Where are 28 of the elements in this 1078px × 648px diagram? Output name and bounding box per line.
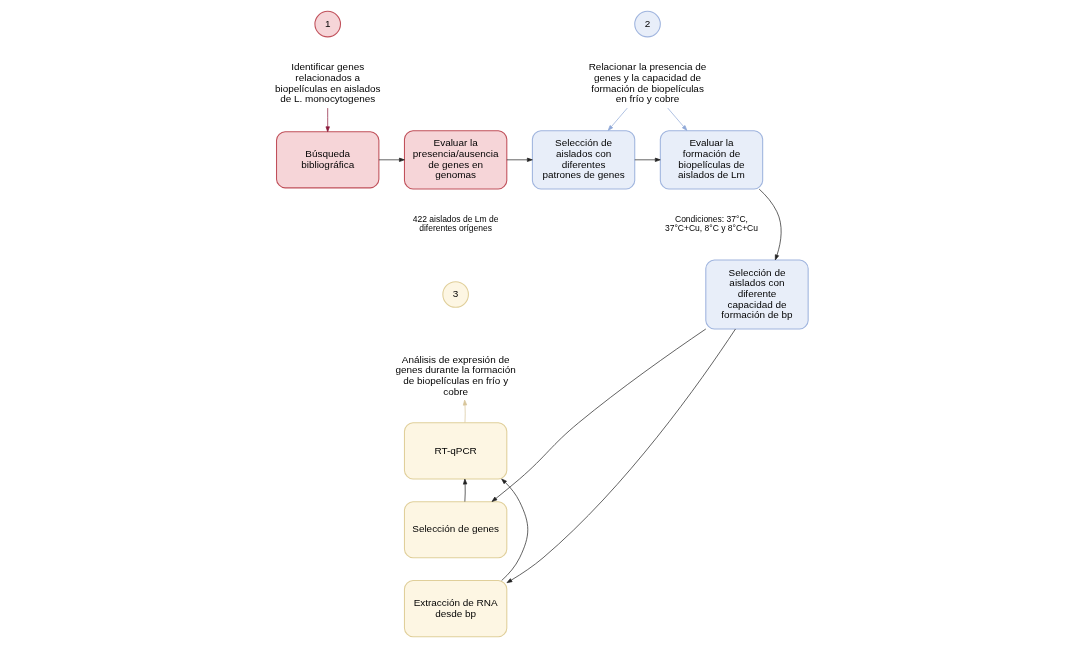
node-box: Selección de genes [403, 501, 507, 559]
node-box: RT-qPCR [403, 422, 507, 480]
node-box: Selección de aislados con diferente capacidad de formación de bp [704, 259, 809, 330]
node-text: Análisis de expresión de genes durante la formación de biopelículas en frío y cobre [394, 353, 516, 397]
arrow [506, 328, 736, 584]
node-box: Evaluar la formación de biopelículas de aislados de Lm [659, 130, 763, 190]
arrow [491, 328, 706, 502]
node-box: Extracción de RNA desde bp [403, 580, 507, 638]
arrow [462, 478, 467, 502]
arrow [325, 107, 330, 133]
node-label: 422 aislados de Lm de diferentes orígenes [412, 214, 498, 234]
arrow [378, 157, 405, 162]
node-label: Condiciones: 37°C, 37°C+Cu, 8°C y 8°C+Cu [664, 214, 758, 234]
arrow [607, 107, 628, 131]
arrow [633, 157, 661, 162]
node-text: Identificar genes relacionados a biopelículas en aislados de L. monocytogenes [274, 61, 380, 105]
arrow [500, 478, 528, 581]
node-box: Selección de aislados con diferentes patrones de genes [531, 130, 635, 190]
node-box: Evaluar la presencia/ausencia de genes en genomas [403, 130, 507, 190]
arrow [666, 107, 687, 131]
arrow [758, 188, 781, 261]
node-circle: 1 [313, 10, 341, 38]
node-box: Búsqueda bibliográfica [275, 131, 379, 189]
arrow [506, 157, 533, 162]
node-text: Relacionar la presencia de genes y la capacidad de formación de biopelículas en frío y cobre [588, 61, 706, 105]
arrow [462, 399, 467, 423]
node-circle: 3 [441, 281, 469, 308]
node-circle: 2 [633, 10, 661, 38]
